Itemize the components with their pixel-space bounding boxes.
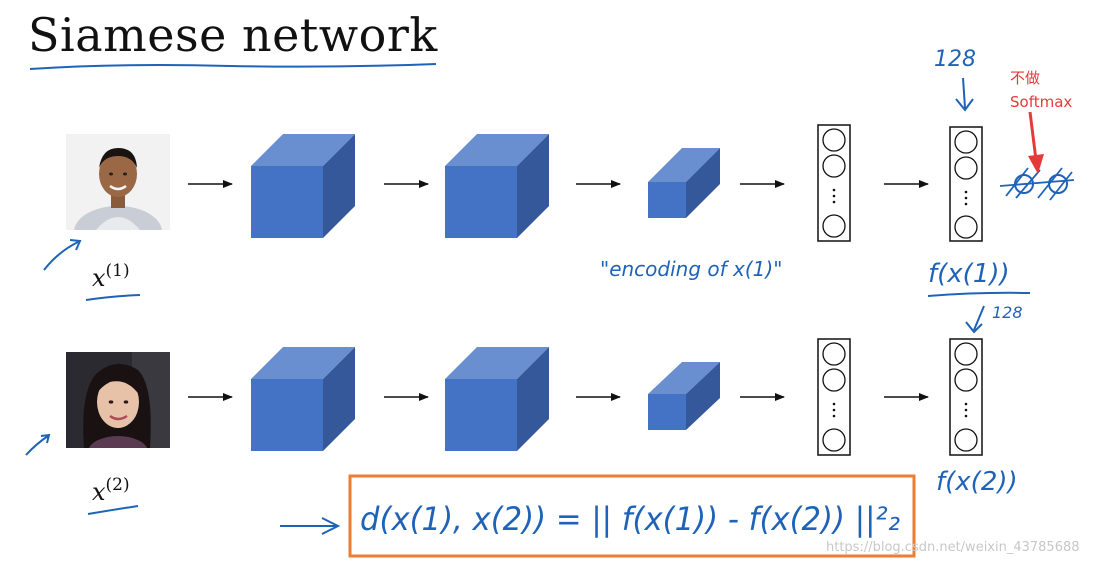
label-underline — [87, 505, 139, 515]
hand-arrow-right-icon — [280, 517, 341, 535]
row-2 — [188, 338, 983, 456]
red-arrow — [1028, 111, 1038, 161]
woman-portrait-icon — [66, 352, 170, 448]
fc-layer — [817, 124, 851, 242]
distance-formula: d(x(1), x(2)) = || f(x(1)) - f(x(2)) ||²… — [360, 500, 900, 538]
conv-cube — [445, 347, 549, 451]
fc-layer — [817, 338, 851, 456]
hand-pointer-arrow — [25, 433, 51, 456]
input-label-2: x(2) — [92, 475, 130, 506]
conv-cube — [251, 347, 355, 451]
down-arrow-icon — [965, 305, 985, 334]
crossed-out-softmax-icon — [999, 167, 1075, 201]
softmax-note-line2: Softmax — [1010, 93, 1073, 111]
fraction-line — [927, 291, 1031, 297]
conv-cube — [251, 134, 355, 238]
softmax-note: 不做 Softmax — [1010, 66, 1072, 114]
title-underline — [29, 63, 437, 70]
label-underline — [85, 294, 141, 301]
man-portrait-icon — [66, 134, 170, 230]
row-1 — [188, 124, 983, 242]
formula-box — [348, 474, 916, 558]
conv-cube — [445, 134, 549, 238]
down-arrow-icon — [955, 77, 974, 112]
f-x1-label: f(x(1)) — [928, 259, 1010, 289]
dim-label-bottom: 128 — [992, 303, 1023, 322]
page-title: Siamese network — [28, 8, 438, 62]
encoding-note: "encoding of x(1)" — [600, 257, 782, 281]
softmax-note-line1: 不做 — [1010, 69, 1041, 87]
hand-pointer-arrow — [43, 239, 82, 271]
conv-cube-small — [648, 362, 720, 430]
encoding-vector-1 — [949, 126, 983, 242]
red-arrow-head-icon — [1028, 154, 1044, 174]
dim-label-top: 128 — [934, 47, 976, 72]
conv-cube-small — [648, 148, 720, 218]
face-photo-woman — [66, 352, 170, 448]
encoding-vector-2 — [949, 338, 983, 456]
face-photo-man — [66, 134, 170, 230]
input-label-1: x(1) — [92, 261, 130, 292]
watermark: https://blog.csdn.net/weixin_43785688 — [826, 540, 1080, 555]
f-x2-label: f(x(2)) — [936, 467, 1018, 497]
